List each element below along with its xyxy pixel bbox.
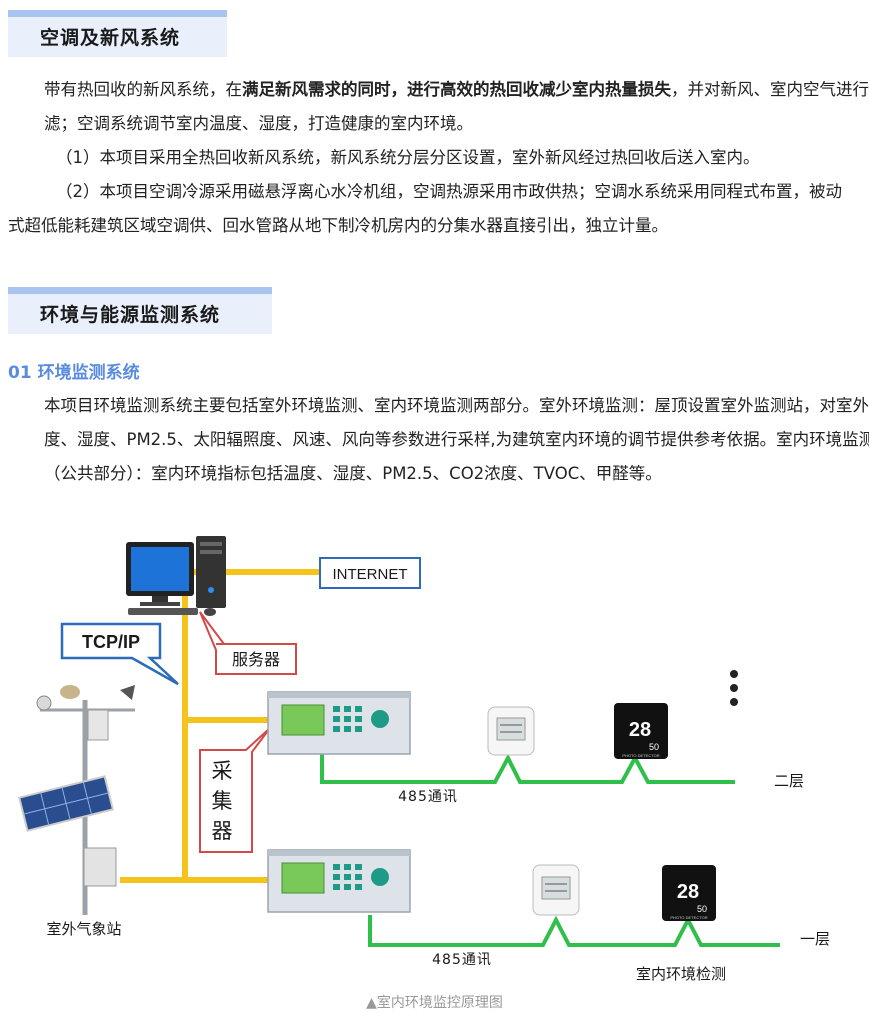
collector-callout: 采 集 器 (199, 727, 271, 853)
detector-value-small: 50 (697, 904, 707, 914)
photo-detector-floor1: 28 50 PHOTO DETECTOR (662, 865, 716, 921)
monitoring-diagram: INTERNET TCP/IP 服务器 采 集 器 (18, 536, 830, 983)
detector-label: PHOTO DETECTOR (622, 753, 659, 758)
diagram-caption: ▲室内环境监控原理图 (366, 995, 503, 1011)
intro-text-bold: 满足新风需求的同时，进行高效的热回收减少室内热量损失 (242, 80, 671, 99)
detector-value-small: 50 (649, 742, 659, 752)
header-accent-bar (8, 287, 272, 294)
intro-text-a: 带有热回收的新风系统，在 (44, 80, 242, 99)
tcpip-callout: TCP/IP (60, 622, 179, 686)
hvac-item-2: （2）本项目空调冷源采用磁悬浮离心水冷机组，空调热源采用市政供热；空调水系统采用… (8, 182, 842, 235)
server-label: 服务器 (232, 650, 280, 669)
internet-box: INTERNET (319, 557, 421, 589)
computer-icon (126, 536, 226, 616)
thermostat-sensor-floor1 (532, 864, 580, 916)
subsection-title: 01 环境监测系统 (8, 363, 140, 383)
header-background (8, 294, 272, 334)
hvac-item-1: （1）本项目采用全热回收新风系统，新风系统分层分区设置，室外新风经过热回收后送入… (56, 148, 760, 167)
weather-station-icon (18, 685, 135, 915)
collector-char-1: 采 (212, 759, 233, 783)
more-floors-dots (730, 670, 738, 706)
detector-value-large: 28 (629, 719, 651, 741)
rs485-label-bottom: 485通讯 (432, 952, 492, 968)
floor1-label: 一层 (800, 930, 830, 948)
section-header-monitoring: 环境与能源监测系统 (8, 287, 272, 334)
ethernet-wires (120, 569, 320, 883)
section-header-hvac: 空调及新风系统 (8, 10, 227, 57)
server-callout: 服务器 (199, 611, 297, 675)
section-title: 环境与能源监测系统 (40, 304, 221, 326)
collector-char-3: 器 (212, 819, 233, 843)
internet-label: INTERNET (333, 566, 408, 583)
collector-char-2: 集 (212, 789, 233, 813)
intro-text-b: ，并对新风、室内空气进行过滤；空调系统调节室内温度、湿度，打造健康的室内环境。 (44, 80, 869, 133)
detector-label: PHOTO DETECTOR (670, 915, 707, 920)
collector-device-floor1 (267, 849, 411, 913)
rs485-bus-lines (320, 752, 780, 947)
rs485-label-top: 485通讯 (398, 789, 458, 805)
indoor-monitor-label: 室内环境检测 (636, 965, 726, 983)
weather-station-label: 室外气象站 (46, 920, 121, 938)
header-background (8, 17, 227, 57)
section-title: 空调及新风系统 (40, 27, 181, 49)
floor2-label: 二层 (774, 772, 804, 790)
tcpip-label: TCP/IP (82, 632, 140, 652)
thermostat-sensor-floor2 (487, 706, 535, 756)
detector-value-large: 28 (677, 881, 699, 903)
monitoring-paragraph: 本项目环境监测系统主要包括室外环境监测、室内环境监测两部分。室外环境监测：屋顶设… (44, 396, 869, 483)
collector-device-floor2 (267, 691, 411, 755)
hvac-intro-paragraph: 带有热回收的新风系统，在满足新风需求的同时，进行高效的热回收减少室内热量损失，并… (8, 73, 869, 141)
header-accent-bar (8, 10, 227, 17)
photo-detector-floor2: 28 50 PHOTO DETECTOR (614, 703, 668, 759)
